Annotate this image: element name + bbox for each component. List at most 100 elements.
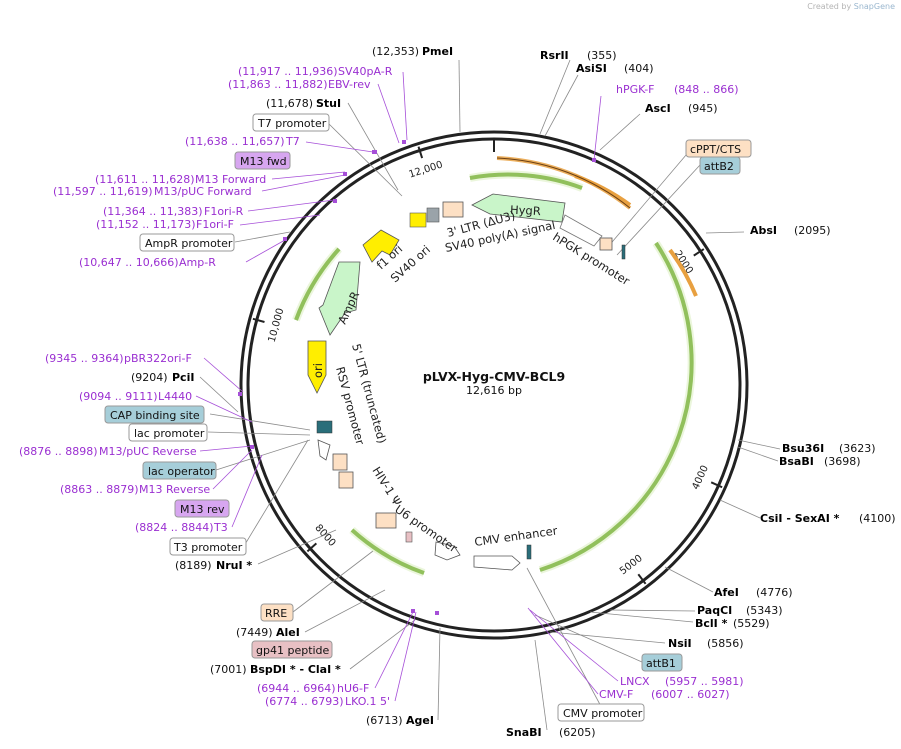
enzyme-bsabi: BsaBI [779, 455, 814, 468]
box-m13-rev: M13 rev [180, 503, 225, 516]
enzyme-paqci: PaqCI [697, 604, 732, 617]
enzyme-agei: AgeI [406, 714, 434, 727]
enzyme-afei: AfeI [714, 586, 739, 599]
enzyme-nsii: NsiI [668, 637, 692, 650]
primer-leaders [195, 71, 619, 702]
enzyme-pmei: PmeI [422, 45, 453, 58]
rsv-arrow [317, 439, 331, 461]
leader-lines [199, 59, 781, 731]
primer-labels: (11,917 .. 11,936) SV40pA-R (11,863 .. 1… [19, 65, 744, 708]
teal-site [621, 244, 626, 260]
primer-t7: T7 [285, 135, 300, 148]
primer-l4440: L4440 [158, 390, 192, 403]
primer-amp-r: Amp-R [179, 256, 216, 269]
primer-lko1: LKO.1 5' [345, 695, 390, 708]
box-t3-promoter: T3 promoter [173, 541, 243, 554]
ori-label: ori [311, 363, 325, 378]
ampr-arrow [318, 261, 361, 336]
box-attb2: attB2 [704, 160, 734, 173]
enzyme-snabi: SnaBI [506, 726, 542, 739]
primer-f1ori-r-range: (11,364 .. 11,383) [103, 205, 203, 218]
primer-m13-reverse: M13 Reverse [139, 483, 210, 496]
box-lac-operator: lac operator [148, 465, 215, 478]
green-left-arc [294, 247, 341, 321]
hygr-arrow [471, 193, 566, 223]
green-bottom-arc [350, 528, 425, 575]
tick-label: 4000 [690, 464, 710, 492]
primer-hu6-f-range: (6944 .. 6964) [257, 682, 336, 695]
primer-t3-range: (8824 .. 8844) [135, 521, 214, 534]
ori-arrow [307, 340, 327, 394]
box-attb1: attB1 [646, 657, 676, 670]
box-ampr-promoter: AmpR promoter [145, 237, 233, 250]
u6-pink [405, 531, 413, 543]
backbone-outer [239, 130, 749, 640]
primer-amp-r-range: (10,647 .. 10,666) [79, 256, 179, 269]
enzyme-bsabi-pos: (3698) [824, 455, 861, 468]
enzyme-paqci-pos: (5343) [746, 604, 783, 617]
enzyme-bsu36i-pos: (3623) [839, 442, 876, 455]
tick-label: 12,000 [408, 160, 445, 181]
primer-f1ori-f: F1ori-F [196, 218, 234, 231]
credit-prefix: Created by [807, 2, 852, 11]
lac-box [316, 420, 333, 434]
hpgk-promoter-shape [559, 214, 603, 247]
enzyme-pmei-pos: (12,353) [372, 45, 419, 58]
enzyme-csii-sexai-pos: (4100) [859, 512, 896, 525]
pink-site [599, 237, 613, 251]
hygr-label: HygR [510, 203, 541, 219]
enzyme-absi: AbsI [750, 224, 777, 237]
tick-mark [252, 317, 265, 323]
primer-m13-puc-reverse: M13/pUC Reverse [99, 445, 197, 458]
enzyme-afei-pos: (4776) [756, 586, 793, 599]
cmv-enhancer-label: CMV enhancer [473, 523, 558, 549]
cmv-enhancer-arrow [473, 555, 521, 571]
primer-m13-puc-forward: M13/pUC Forward [154, 185, 252, 198]
primer-ebv-rev-range: (11,863 .. 11,882) [228, 78, 328, 91]
primer-m13-reverse-range: (8863 .. 8879) [60, 483, 139, 496]
green-top-arc [469, 172, 583, 190]
site-markers [238, 140, 596, 615]
enzyme-clai-pos: (7001) [210, 663, 247, 676]
primer-f1ori-r: F1ori-R [204, 205, 244, 218]
u6-box [375, 512, 397, 529]
primer-sv40pa-r: SV40pA-R [338, 65, 393, 78]
tick-label: 10,000 [267, 307, 287, 344]
enzyme-bcli-pos: (5529) [733, 617, 770, 630]
enzyme-rsrii-pos: (355) [587, 49, 617, 62]
primer-lncx-range: (5957 .. 5981) [665, 675, 744, 688]
gray-box [426, 207, 440, 223]
primer-cmv-f-range: (6007 .. 6027) [651, 688, 730, 701]
primer-cmv-f: CMV-F [599, 688, 633, 701]
box-lac-promoter: lac promoter [134, 427, 205, 440]
f1ori-yellow [409, 212, 427, 228]
primer-sv40pa-r-range: (11,917 .. 11,936) [238, 65, 338, 78]
enzyme-asisi: AsiSI [576, 62, 607, 75]
enzyme-stui-pos: (11,678) [266, 97, 313, 110]
plasmid-name: pLVX-Hyg-CMV-BCL9 [423, 369, 565, 384]
enzyme-snabi-pos: (6205) [559, 726, 596, 739]
feature-arcs [292, 156, 698, 577]
attb1-site [526, 544, 532, 560]
enzyme-nrui: NruI * [216, 559, 252, 572]
enzyme-nrui-pos: (8189) [175, 559, 212, 572]
box-cap-binding-site: CAP binding site [110, 409, 200, 422]
orange-right-arc [668, 248, 698, 297]
box-t7-promoter: T7 promoter [257, 117, 327, 130]
box-m13-fwd: M13 fwd [240, 155, 287, 168]
enzyme-alei: AleI [276, 626, 300, 639]
tick-mark [710, 481, 723, 489]
primer-l4440-range: (9094 .. 9111) [79, 390, 158, 403]
enzyme-clai: BspDI * - ClaI * [250, 663, 341, 676]
primer-lko1-range: (6774 .. 6793) [265, 695, 344, 708]
rsv-box1 [332, 453, 348, 471]
enzyme-alei-pos: (7449) [236, 626, 273, 639]
u6-arrow [434, 541, 461, 561]
tick-mark [693, 248, 705, 257]
primer-m13-forward: M13 Forward [195, 173, 266, 186]
enzyme-agei-pos: (6713) [366, 714, 403, 727]
tick-label: 5000 [618, 553, 645, 577]
snapgene-credit: Created by SnapGene [807, 2, 895, 11]
tick-mark [637, 573, 647, 585]
